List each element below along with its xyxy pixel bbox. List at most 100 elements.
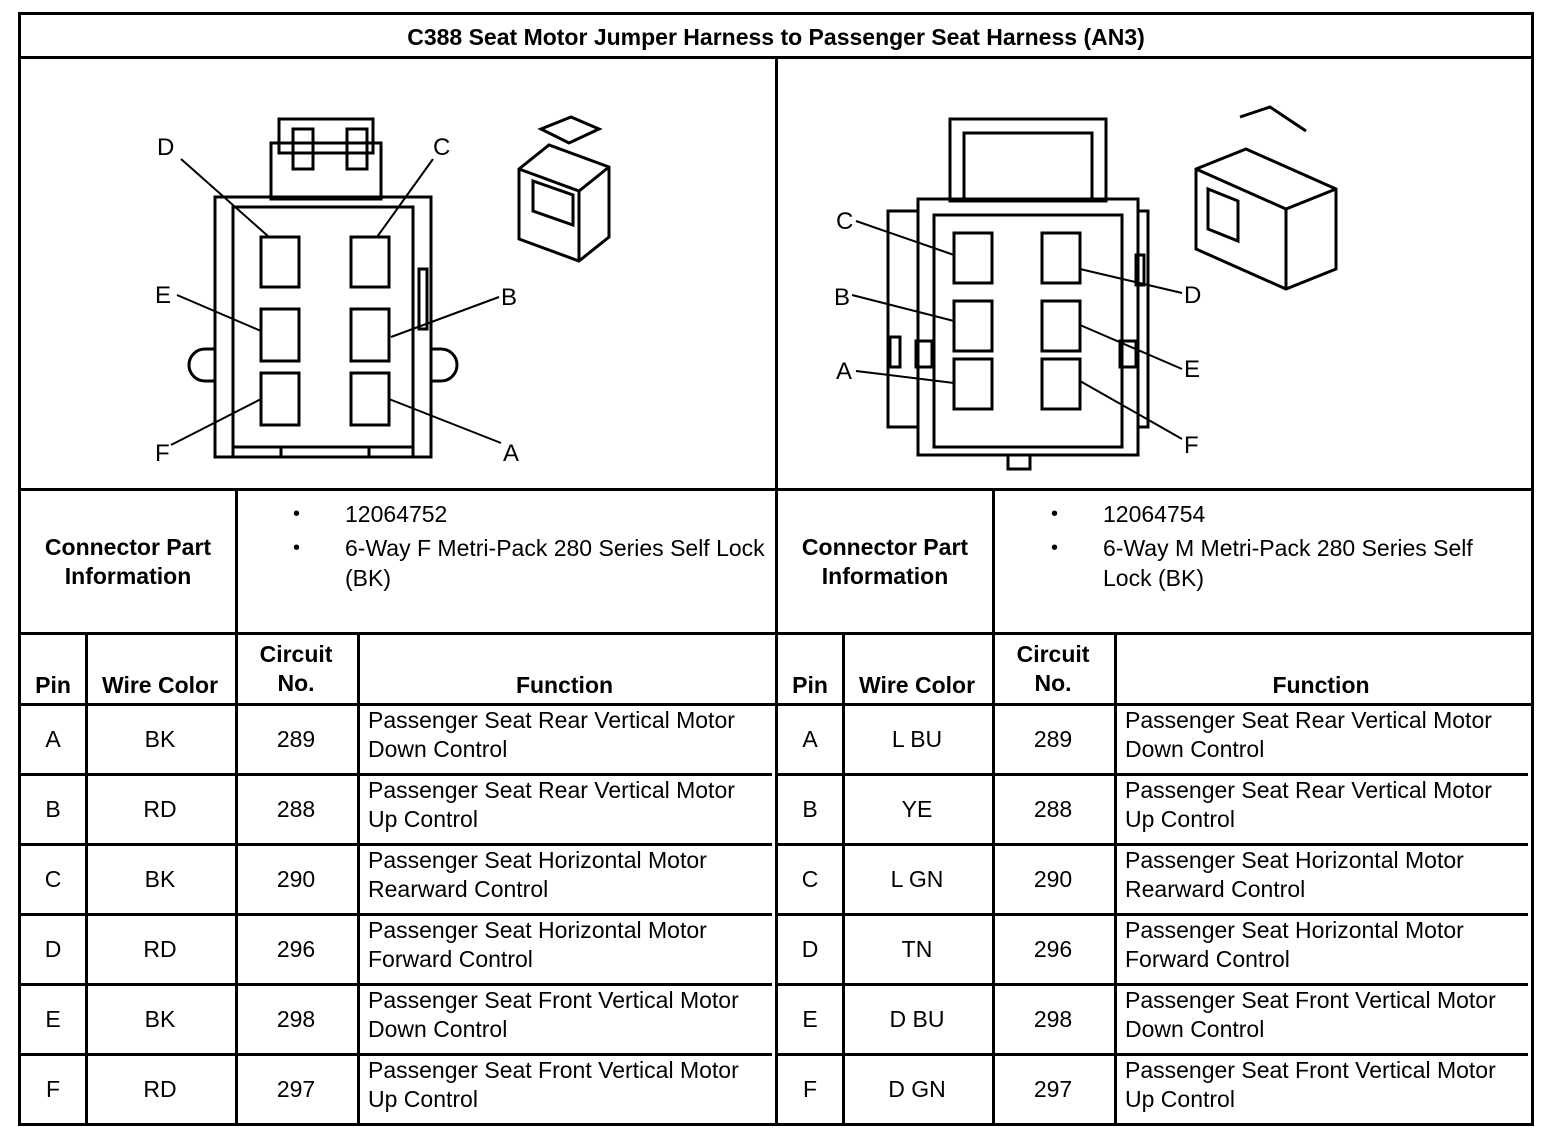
left-pin-cell: F xyxy=(45,1076,61,1102)
male-connector-drawing: C B A D E F xyxy=(834,105,1338,471)
right-circuit-cell: 289 xyxy=(1033,726,1073,752)
right-pin-cell: B xyxy=(802,796,818,822)
info-bottom-rule xyxy=(21,632,1531,635)
right-pin-cell: D xyxy=(801,936,819,962)
left-circuit-cell: 290 xyxy=(276,866,316,892)
pin-label-f: F xyxy=(1184,432,1199,459)
bullet-icon: • xyxy=(1051,503,1059,525)
left-pin-cell: B xyxy=(45,796,61,822)
right-wire-color-cell: TN xyxy=(901,936,933,962)
right-circuit-cell: 290 xyxy=(1033,866,1073,892)
pin-label-d: D xyxy=(1184,282,1201,309)
left-wire-color-cell: RD xyxy=(143,796,177,822)
left-wire-color-cell: BK xyxy=(144,1006,176,1032)
right-wire-color-cell: YE xyxy=(901,796,933,822)
pin-label-c: C xyxy=(433,134,450,161)
left-pin-cell: A xyxy=(45,726,61,752)
right-wire-color-cell: D BU xyxy=(889,1006,945,1032)
left-header-wire-color: Wire Color xyxy=(101,672,219,698)
right-col-line xyxy=(1114,635,1117,1126)
left-col-line xyxy=(357,635,360,1126)
header-bottom-rule xyxy=(21,703,1531,706)
left-circuit-cell: 297 xyxy=(276,1076,316,1102)
left-pin-cell: E xyxy=(45,1006,61,1032)
right-row-rule xyxy=(778,773,1528,776)
pin-label-a: A xyxy=(836,358,852,385)
left-col-line xyxy=(235,635,238,1126)
bullet-icon: • xyxy=(293,537,301,559)
pin-label-f: F xyxy=(155,440,170,467)
right-pin-cell: F xyxy=(802,1076,818,1102)
right-row-rule xyxy=(778,913,1528,916)
left-header-pin: Pin xyxy=(35,672,71,698)
left-row-rule xyxy=(21,1053,772,1056)
left-info-label: Connector Part Information xyxy=(44,533,212,589)
left-connector-diagram: D C E B F A xyxy=(21,59,775,488)
left-pin-cell: C xyxy=(44,866,62,892)
left-circuit-cell: 296 xyxy=(276,936,316,962)
right-wire-color-cell: D GN xyxy=(888,1076,946,1102)
right-circuit-cell: 297 xyxy=(1033,1076,1073,1102)
page-title: C388 Seat Motor Jumper Harness to Passen… xyxy=(21,15,1531,59)
right-header-wire-color: Wire Color xyxy=(858,672,976,698)
right-wire-color-cell: L BU xyxy=(891,726,943,752)
left-row-rule xyxy=(21,843,772,846)
right-pin-cell: E xyxy=(802,1006,818,1032)
left-row-rule xyxy=(21,983,772,986)
connector-sheet: C388 Seat Motor Jumper Harness to Passen… xyxy=(18,12,1534,1126)
right-circuit-cell: 288 xyxy=(1033,796,1073,822)
right-row-rule xyxy=(778,843,1528,846)
pin-label-d: D xyxy=(157,134,174,161)
right-col-line xyxy=(842,635,845,1126)
left-pin-cell: D xyxy=(44,936,62,962)
right-circuit-cell: 298 xyxy=(1033,1006,1073,1032)
left-header-function: Function xyxy=(515,672,614,698)
left-circuit-cell: 289 xyxy=(276,726,316,752)
pin-label-b: B xyxy=(501,284,517,311)
diagram-bottom-rule xyxy=(21,488,1531,491)
right-info-label: Connector Part Information xyxy=(801,533,969,589)
bullet-icon: • xyxy=(1051,537,1059,559)
right-circuit-cell: 296 xyxy=(1033,936,1073,962)
right-pin-cell: C xyxy=(801,866,819,892)
female-connector-drawing: D C E B F A xyxy=(155,115,611,467)
left-wire-color-cell: BK xyxy=(144,866,176,892)
left-wire-color-cell: RD xyxy=(143,1076,177,1102)
pin-label-c: C xyxy=(836,208,853,235)
left-circuit-cell: 298 xyxy=(276,1006,316,1032)
right-header-function: Function xyxy=(1272,672,1370,698)
left-row-rule xyxy=(21,773,772,776)
left-wire-color-cell: RD xyxy=(143,936,177,962)
right-wire-color-cell: L GN xyxy=(890,866,944,892)
right-col-line xyxy=(992,635,995,1126)
pin-label-e: E xyxy=(1184,356,1200,383)
left-col-line xyxy=(85,635,88,1126)
pin-label-b: B xyxy=(834,284,850,311)
left-wire-color-cell: BK xyxy=(144,726,176,752)
bullet-icon: • xyxy=(293,503,301,525)
right-pin-cell: A xyxy=(802,726,818,752)
right-row-rule xyxy=(778,983,1528,986)
pin-label-a: A xyxy=(503,440,519,467)
right-connector-diagram: C B A D E F xyxy=(778,59,1531,488)
center-divider xyxy=(775,59,778,1126)
left-circuit-cell: 288 xyxy=(276,796,316,822)
right-row-rule xyxy=(778,1053,1528,1056)
left-row-rule xyxy=(21,913,772,916)
right-header-pin: Pin xyxy=(792,672,828,698)
pin-label-e: E xyxy=(155,282,171,309)
